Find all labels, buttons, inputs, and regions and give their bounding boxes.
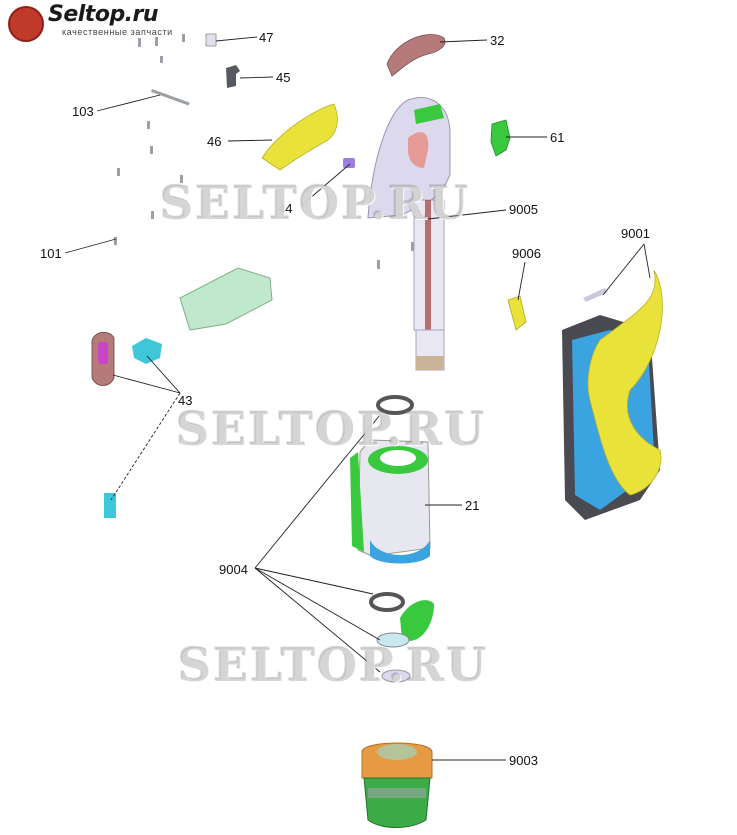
part-43-button[interactable]: [98, 342, 108, 364]
callout-103: 103: [72, 104, 94, 119]
part-9005-handle-tube[interactable]: [367, 97, 451, 371]
part-43-bracket[interactable]: [132, 338, 162, 364]
part-47-clip[interactable]: [205, 33, 217, 47]
callout-9001: 9001: [621, 226, 650, 241]
wrench-gear-icon: [8, 6, 44, 42]
callout-101: 101: [40, 246, 62, 261]
part-21-dust-container[interactable]: [350, 395, 431, 564]
part-9006-latch[interactable]: [507, 295, 527, 331]
part-61-clip[interactable]: [490, 119, 511, 157]
callout-9003: 9003: [509, 753, 538, 768]
part-32-grip[interactable]: [386, 34, 446, 77]
callout-61: 61: [550, 130, 564, 145]
part-45-bracket[interactable]: [226, 65, 240, 88]
part-44-button[interactable]: [343, 158, 355, 168]
watermark: SELTOP.RU: [178, 638, 489, 692]
part-9004-filter-set[interactable]: [369, 592, 434, 683]
leader-lines: [64, 36, 651, 761]
part-46-cover[interactable]: [261, 103, 338, 171]
watermark: SELTOP.RU: [176, 402, 487, 456]
watermark: SELTOP.RU: [160, 176, 471, 230]
callout-45: 45: [276, 70, 290, 85]
callout-9004: 9004: [219, 562, 248, 577]
callout-9006: 9006: [512, 246, 541, 261]
part-43-pcb[interactable]: [104, 493, 116, 518]
callout-43: 43: [178, 393, 192, 408]
screws: [114, 34, 414, 269]
part-9001-clip[interactable]: [583, 288, 608, 302]
logo-title: Seltop.ru: [48, 2, 159, 27]
callout-44: 44: [278, 201, 292, 216]
callout-47: 47: [259, 30, 273, 45]
site-logo[interactable]: Seltop.ru качественные запчасти: [6, 2, 206, 42]
callout-9005: 9005: [509, 202, 538, 217]
part-9001-body[interactable]: [562, 269, 663, 520]
callout-46: 46: [207, 134, 221, 149]
callout-32: 32: [490, 33, 504, 48]
callout-labels: 47 32 45 103 46 61 44 9005 9001 101 9006…: [40, 30, 650, 768]
part-9003-motor[interactable]: [361, 742, 433, 828]
logo-subtitle: качественные запчасти: [62, 27, 173, 37]
motor-base-housing[interactable]: [179, 267, 273, 331]
callout-21: 21: [465, 498, 479, 513]
